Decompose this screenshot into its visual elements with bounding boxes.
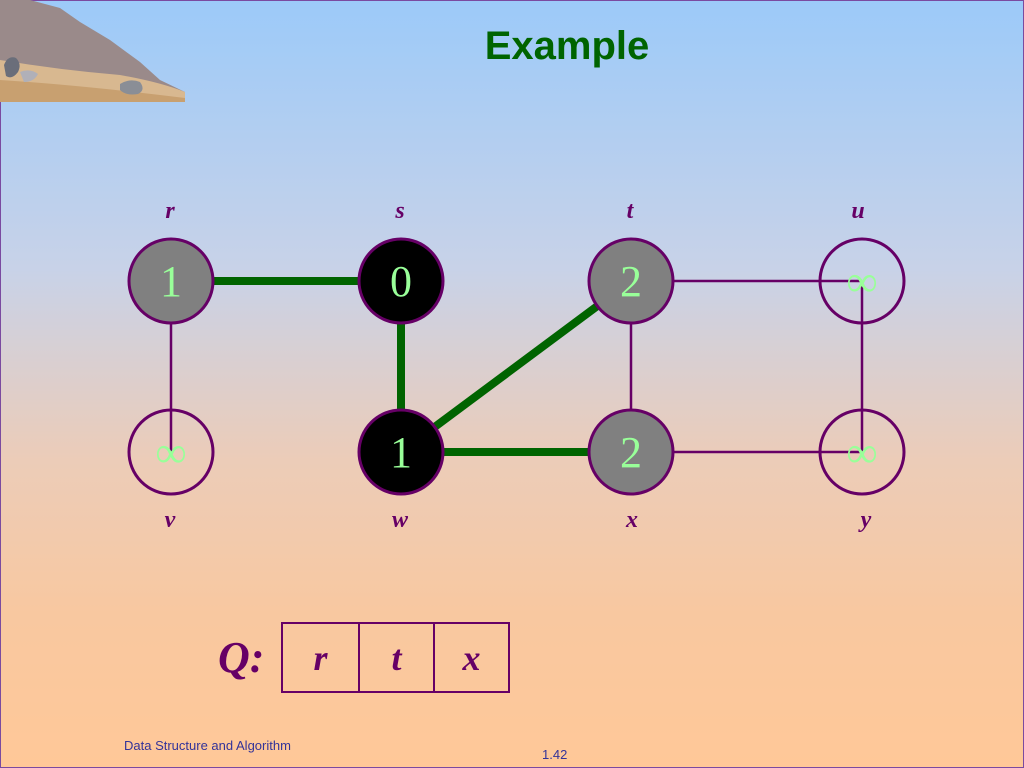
node-value-u: ∞ xyxy=(846,257,877,306)
node-label-r: r xyxy=(165,198,175,224)
node-label-w: w xyxy=(391,507,408,533)
node-label-x: x xyxy=(626,507,638,533)
node-label-s: s xyxy=(395,198,405,224)
queue-label: Q: xyxy=(218,633,265,682)
node-x xyxy=(587,408,675,496)
node-value-x: 2 xyxy=(620,428,642,477)
node-label-u: u xyxy=(851,198,865,224)
node-value-v: ∞ xyxy=(155,428,186,477)
slide-title: Example xyxy=(484,24,650,68)
node-value-s: 0 xyxy=(390,257,412,306)
node-s xyxy=(357,237,445,325)
node-label-v: v xyxy=(164,507,176,533)
edge-w-t xyxy=(398,277,634,456)
node-value-y: ∞ xyxy=(846,428,877,477)
node-r xyxy=(127,237,215,325)
node-y xyxy=(818,408,906,496)
node-label-t: t xyxy=(626,198,634,224)
queue-cell: t xyxy=(358,624,433,691)
node-value-r: 1 xyxy=(160,257,182,306)
queue-cell: x xyxy=(433,624,508,691)
node-t xyxy=(587,237,675,325)
footer-page-number: 1.42 xyxy=(542,747,568,762)
node-value-w: 1 xyxy=(390,428,412,477)
node-value-t: 2 xyxy=(620,257,642,306)
footer-course-name: Data Structure and Algorithm xyxy=(124,738,291,753)
node-label-y: y xyxy=(860,507,872,533)
node-v xyxy=(127,408,215,496)
landscape-logo-image xyxy=(0,0,185,102)
queue-cell: r xyxy=(313,637,328,678)
queue-box: r t x xyxy=(281,622,510,693)
node-u xyxy=(818,237,906,325)
node-w xyxy=(357,408,445,496)
